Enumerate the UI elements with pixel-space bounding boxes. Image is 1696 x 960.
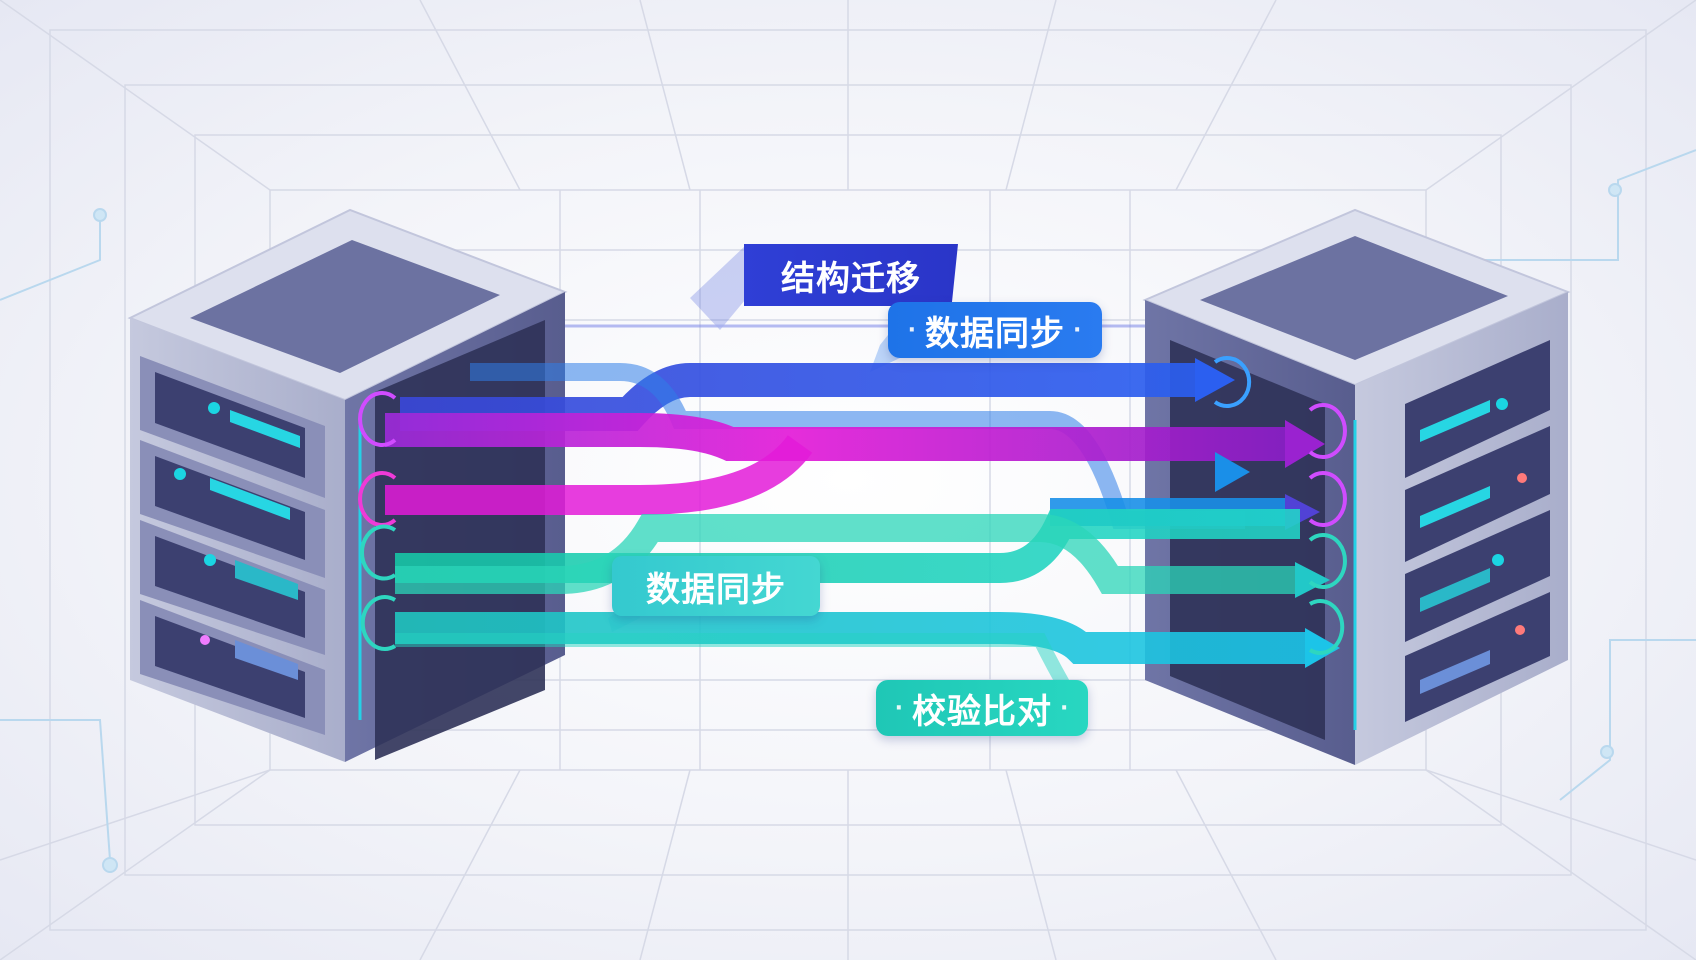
structure-migration-label: 结构迁移 <box>744 244 958 306</box>
dot-icon: · <box>1073 317 1083 343</box>
data-sync-text-top: 数据同步 <box>925 313 1065 354</box>
source-ports <box>358 391 397 651</box>
verify-compare-label: · 校验比对 · <box>876 680 1088 736</box>
circuit-decoration <box>0 149 1696 873</box>
data-sync-label-top: · 数据同步 · <box>888 302 1102 358</box>
data-sync-text-mid: 数据同步 <box>646 569 786 610</box>
target-ports <box>1213 356 1347 655</box>
verify-compare-text: 校验比对 <box>912 691 1052 732</box>
data-sync-label-mid: 数据同步 <box>612 556 820 616</box>
structure-migration-text: 结构迁移 <box>781 258 921 299</box>
flow-data-sync-teal <box>395 509 1330 598</box>
target-server <box>1142 208 1571 765</box>
dot-icon: · <box>894 695 904 721</box>
dot-icon: · <box>907 317 917 343</box>
dot-icon: · <box>1060 695 1070 721</box>
